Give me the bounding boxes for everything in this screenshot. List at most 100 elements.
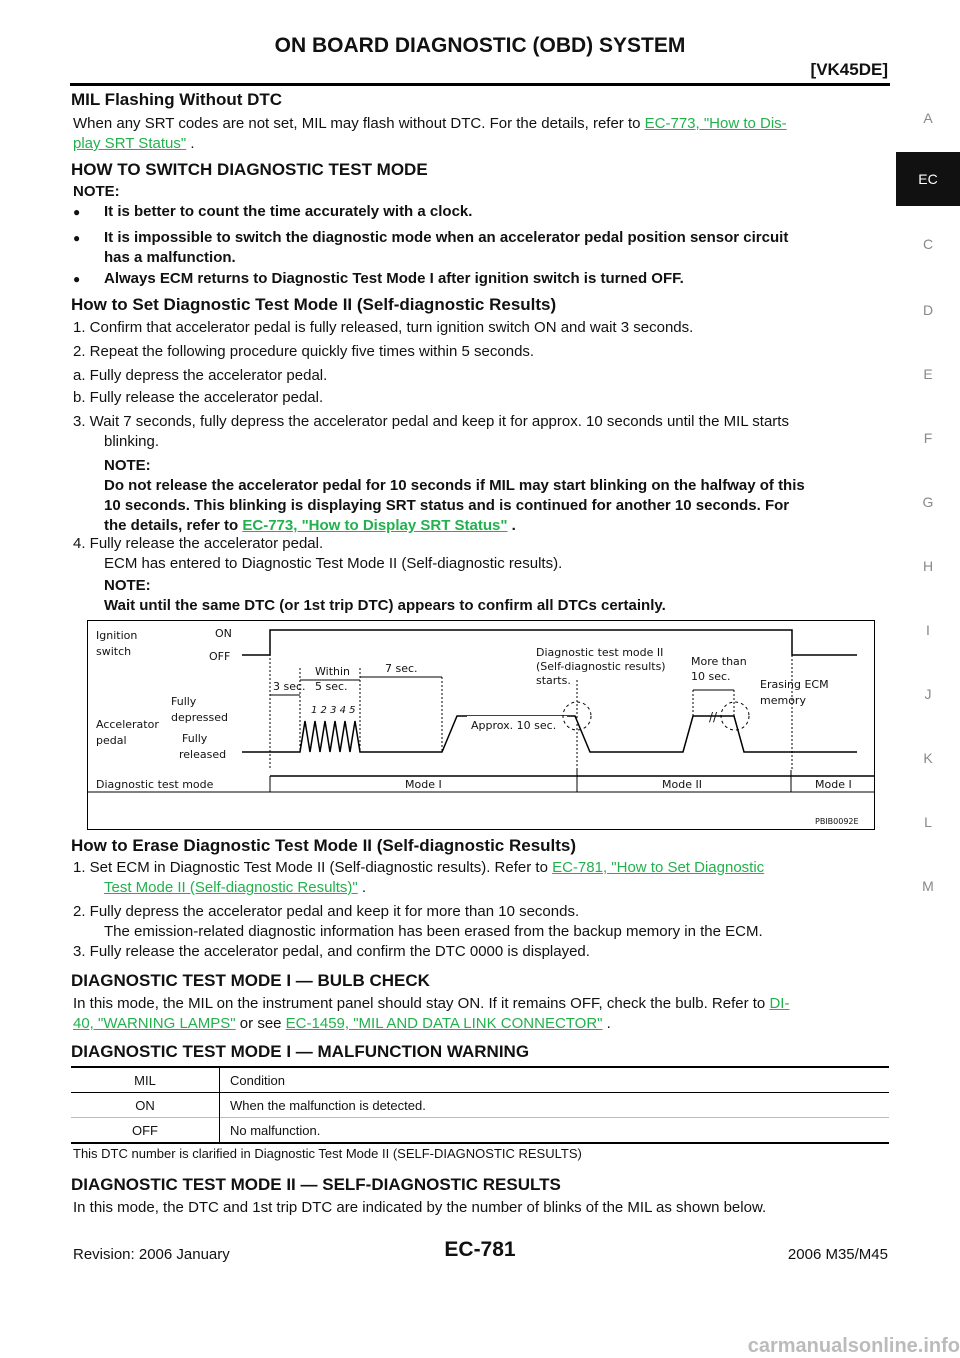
watermark: carmanualsonline.info [747,1335,960,1357]
link-set-diagnostic-cont[interactable]: Test Mode II (Self-diagnostic Results)" [104,879,358,896]
side-tab-m[interactable]: M [922,878,934,894]
text: The emission-related diagnostic informat… [104,923,763,940]
step-1: 1. Confirm that accelerator pedal is ful… [73,319,694,336]
table-header: MIL Condition [71,1068,889,1093]
side-tab-d[interactable]: D [922,302,934,318]
text: In this mode, the MIL on the instrument … [73,995,770,1012]
side-tab-i[interactable]: I [926,622,930,638]
text: . [507,517,516,534]
model: 2006 M35/M45 [787,1246,888,1263]
text: NOTE: [104,457,151,474]
label-switch: switch [96,645,131,658]
link-srt-status[interactable]: EC-773, "How to Dis- [644,115,787,132]
label-7sec: 7 sec. [385,662,418,675]
label-dtm-1: Diagnostic test mode II [536,646,663,659]
section-heading-switch-mode: HOW TO SWITCH DIAGNOSTIC TEST MODE [71,160,428,179]
text: . [186,135,195,152]
link-display-srt[interactable]: EC-773, "How to Display SRT Status" [242,517,508,534]
text: has a malfunction. [104,249,236,266]
erase-step-3: 3. Fully release the accelerator pedal, … [73,943,590,960]
label-released: released [179,748,226,761]
side-tab-c[interactable]: C [922,236,934,252]
label-accelerator: Accelerator [96,718,159,731]
erase-step-1: 1. Set ECM in Diagnostic Test Mode II (S… [73,858,888,898]
section-heading-malfunction: DIAGNOSTIC TEST MODE I — MALFUNCTION WAR… [71,1042,530,1061]
label-3sec: 3 sec. [273,680,306,693]
label-approx: Approx. 10 sec. [471,719,556,732]
label-dtm-3: starts. [536,674,571,687]
text: Wait until the same DTC (or 1st trip DTC… [104,597,666,614]
bullet-icon: ● [73,231,81,245]
label-depressed: depressed [171,711,228,724]
mil-flashing-text: When any SRT codes are not set, MIL may … [73,114,888,154]
bullet-text: Always ECM returns to Diagnostic Test Mo… [104,270,684,287]
label-mode-2: Mode II [662,778,702,791]
cell-mil: ON [71,1092,220,1118]
bullet-text: It is impossible to switch the diagnosti… [104,228,888,268]
side-tab-a[interactable]: A [923,110,933,126]
section-heading-set-mode: How to Set Diagnostic Test Mode II (Self… [71,295,557,314]
section-heading-self-diag: DIAGNOSTIC TEST MODE II — SELF-DIAGNOSTI… [71,1175,561,1194]
table-note: This DTC number is clarified in Diagnost… [73,1146,582,1161]
text: 4. Fully release the accelerator pedal. [73,535,324,552]
table-row: OFF No malfunction. [71,1117,889,1142]
link-di-40[interactable]: DI- [769,995,790,1012]
bullet-icon: ● [73,205,81,219]
side-tab-f[interactable]: F [923,430,933,446]
page-title: ON BOARD DIAGNOSTIC (OBD) SYSTEM [274,34,686,57]
bulb-text: In this mode, the MIL on the instrument … [73,994,888,1034]
side-tab-ec[interactable]: EC [896,152,960,206]
link-warning-lamps[interactable]: 40, "WARNING LAMPS" [73,1015,236,1032]
label-more-than: More than [691,655,747,668]
side-tab-g[interactable]: G [922,494,934,510]
side-tab-k[interactable]: K [923,750,933,766]
text: or see [235,1015,286,1032]
section-heading-bulb-check: DIAGNOSTIC TEST MODE I — BULB CHECK [71,971,430,990]
link-srt-status-cont[interactable]: play SRT Status" [73,135,187,152]
timing-diagram: Ignition switch ON OFF Fully depressed A… [87,620,875,830]
label-fully: Fully [171,695,197,708]
self-diag-text: In this mode, the DTC and 1st trip DTC a… [73,1199,767,1216]
col-condition: Condition [230,1072,285,1088]
revision: Revision: 2006 January [73,1246,230,1263]
label-erasing: Erasing ECM [760,678,829,691]
link-set-diagnostic[interactable]: EC-781, "How to Set Diagnostic [552,859,765,876]
text: . [602,1015,611,1032]
label-within: Within [315,665,350,678]
diagram-code: PBIB0092E [815,817,859,826]
break-icon: // [709,710,718,724]
cell-condition: When the malfunction is detected. [230,1097,426,1113]
label-memory: memory [760,694,806,707]
text: blinking. [104,433,160,450]
text: NOTE: [104,577,151,594]
label-ignition: Ignition [96,629,137,642]
text: 3. Wait 7 seconds, fully depress the acc… [73,413,789,430]
label-fully-2: Fully [182,732,208,745]
label-on: ON [215,627,232,640]
text: ECM has entered to Diagnostic Test Mode … [104,555,563,572]
text: 10 seconds. This blinking is displaying … [104,497,790,514]
label-off: OFF [209,650,230,663]
side-tab-e[interactable]: E [923,366,933,382]
section-heading-erase-mode: How to Erase Diagnostic Test Mode II (Se… [71,836,577,855]
section-heading-mil-flashing: MIL Flashing Without DTC [71,90,283,109]
label-more-10sec: 10 sec. [691,670,731,683]
side-tab-l[interactable]: L [924,814,932,830]
malfunction-table: MIL Condition ON When the malfunction is… [71,1066,889,1144]
side-tab-j[interactable]: J [924,686,932,702]
step-a: a. Fully depress the accelerator pedal. [73,367,328,384]
text: the details, refer to [104,517,243,534]
label-count: 1 2 3 4 5 [311,705,356,716]
note-block-2: NOTE: Wait until the same DTC (or 1st tri… [104,576,888,616]
step-4: 4. Fully release the accelerator pedal. E… [73,534,888,574]
side-tab-h[interactable]: H [922,558,934,574]
label-mode-1: Mode I [405,778,442,791]
col-mil: MIL [71,1068,220,1093]
text: Do not release the accelerator pedal for… [104,477,805,494]
text: It is impossible to switch the diagnosti… [104,229,789,246]
step-2: 2. Repeat the following procedure quickl… [73,343,535,360]
label-mode-1b: Mode I [815,778,852,791]
bullet-icon: ● [73,272,81,286]
link-ec-1459[interactable]: EC-1459, "MIL AND DATA LINK CONNECTOR" [285,1015,603,1032]
note-label: NOTE: [73,183,120,200]
